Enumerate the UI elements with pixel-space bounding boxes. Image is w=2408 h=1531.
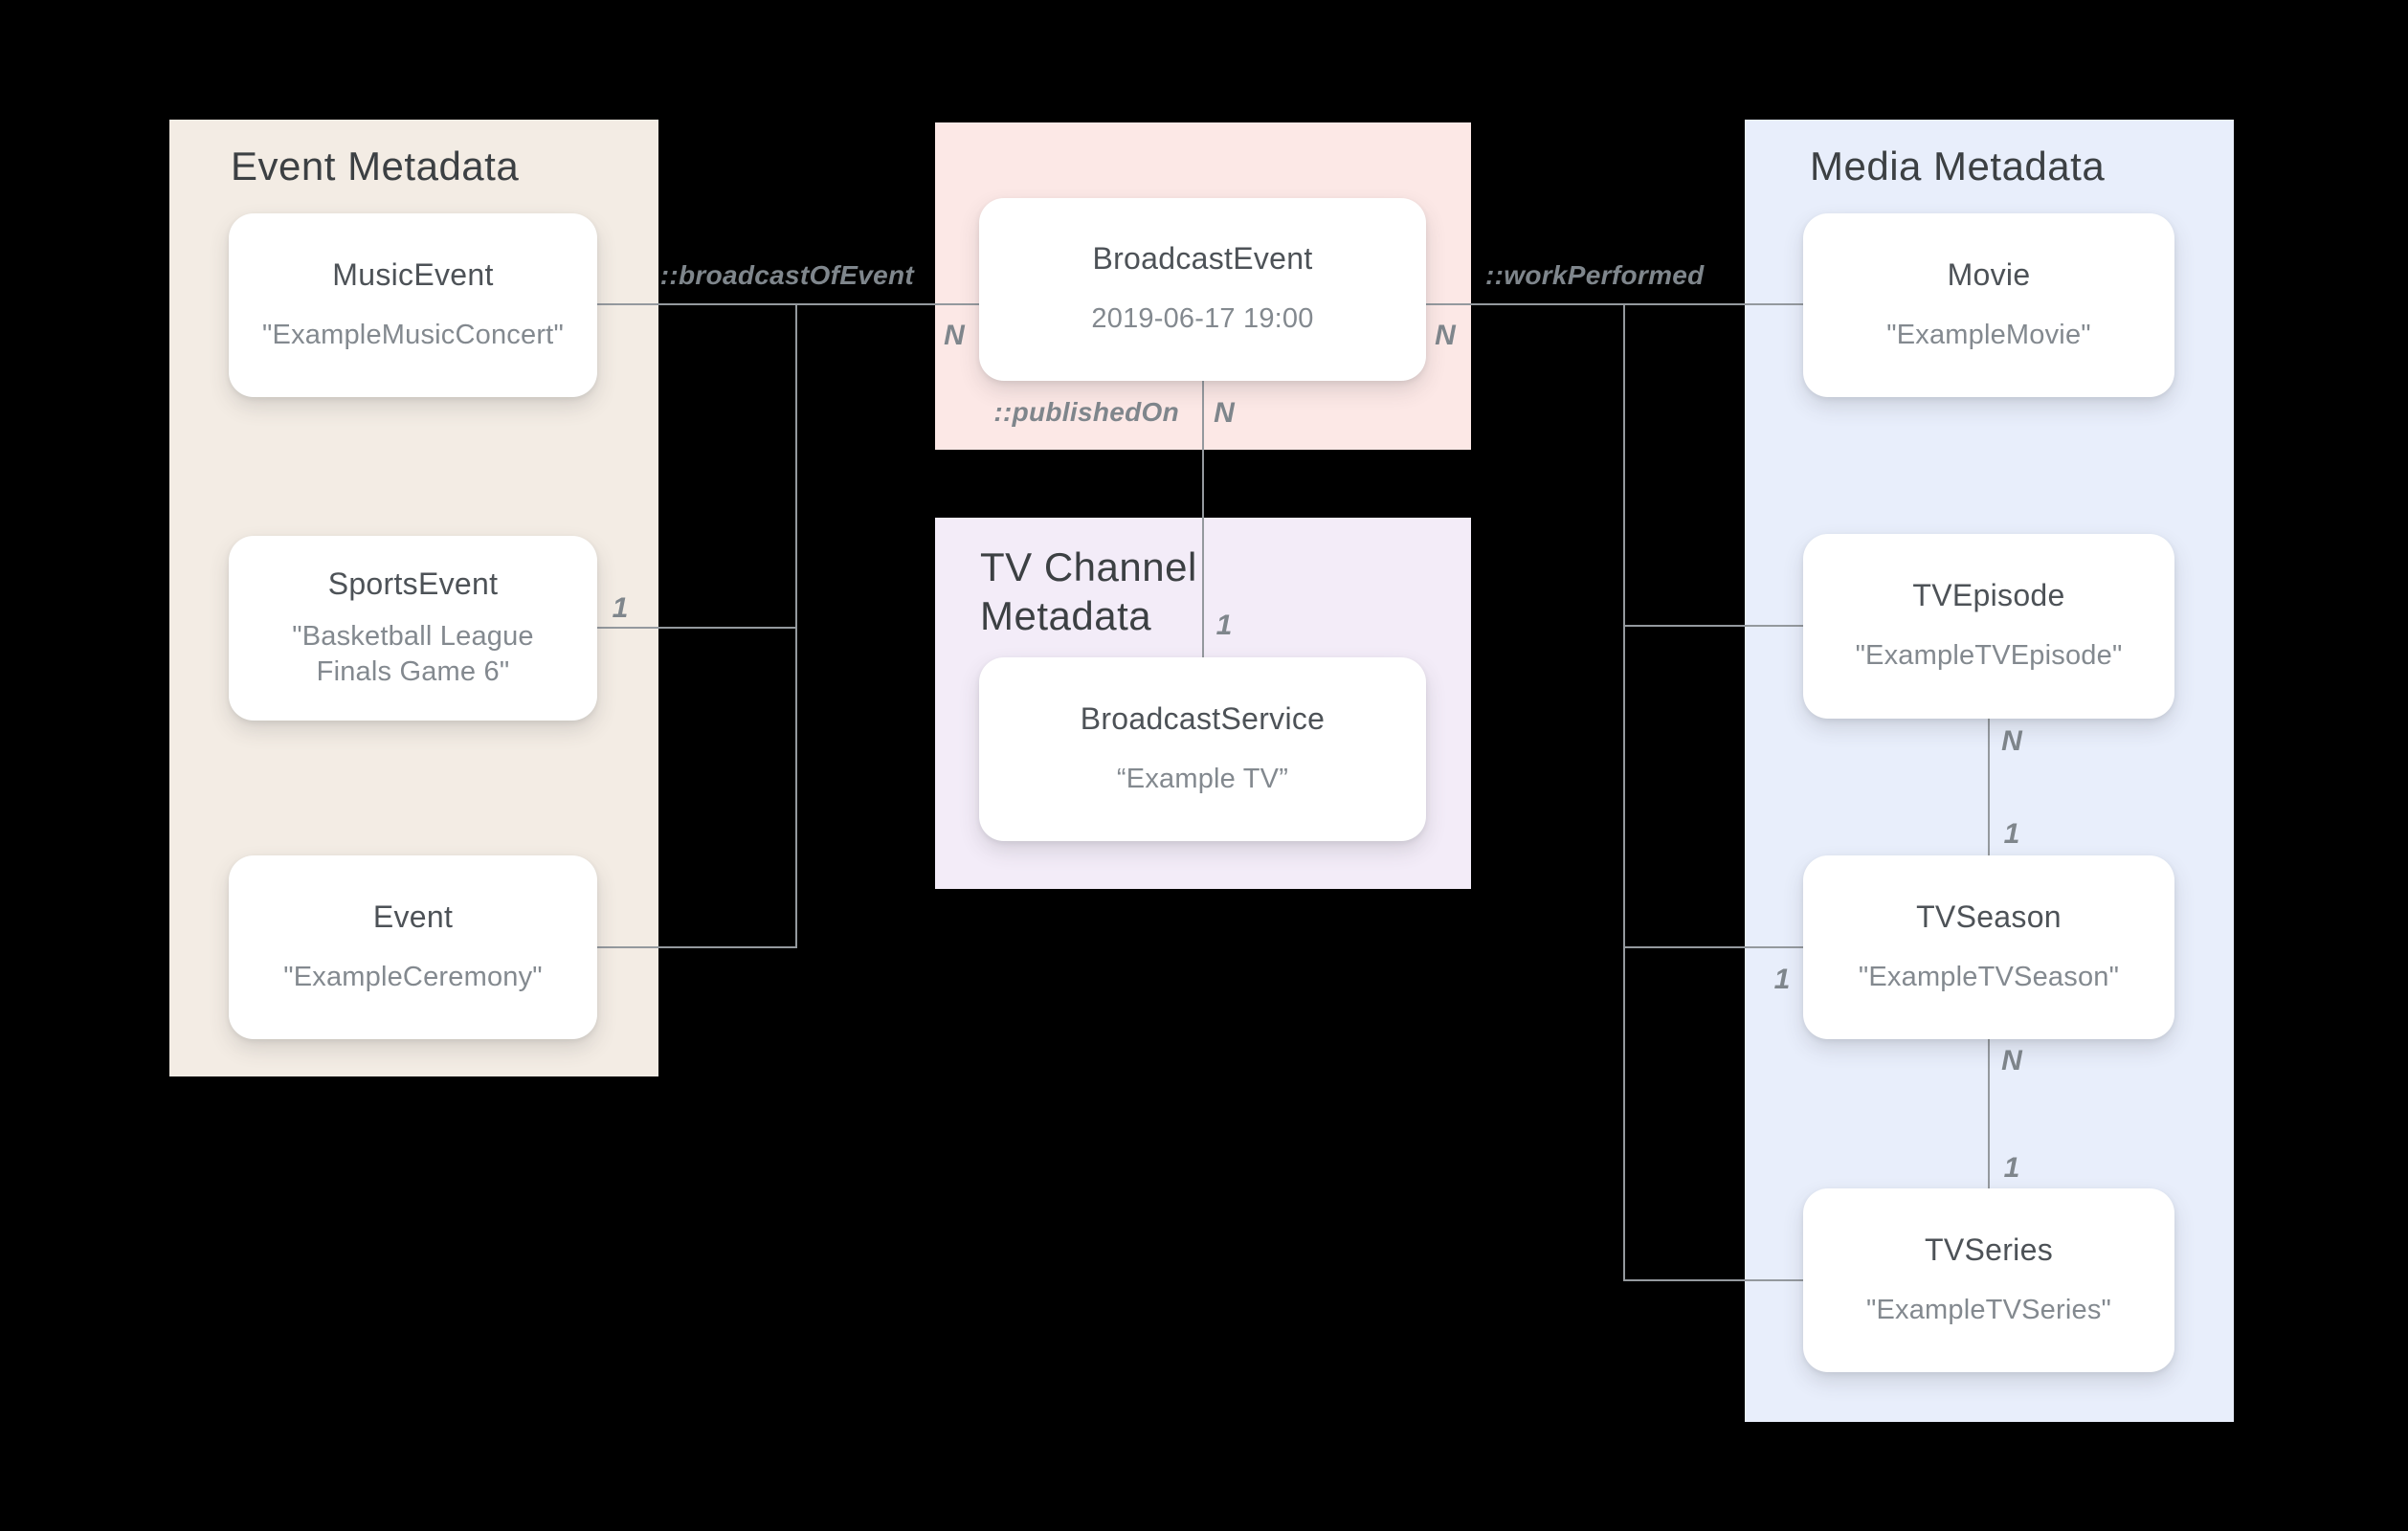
relation-label-work-performed: ::workPerformed xyxy=(1485,260,1705,290)
node-movie-label: Movie xyxy=(1947,256,2031,292)
connector-sportsevent-branch-line xyxy=(597,627,795,629)
node-music-event: MusicEvent "ExampleMusicConcert" xyxy=(229,213,597,397)
node-sports-event: SportsEvent "Basketball League Finals Ga… xyxy=(229,536,597,721)
cardinality-season-series-top: N xyxy=(2001,1045,2022,1076)
connector-tvseries-branch-line xyxy=(1623,1279,1803,1281)
cardinality-episode-season-bottom: 1 xyxy=(2003,818,2020,850)
connector-media-trunk-line xyxy=(1623,303,1625,1281)
media-metadata-panel-title: Media Metadata xyxy=(1810,144,2106,189)
node-tv-season: TVSeason "ExampleTVSeason" xyxy=(1803,855,2174,1039)
node-broadcast-service-value: “Example TV” xyxy=(1116,763,1289,794)
node-movie: Movie "ExampleMovie" xyxy=(1803,213,2174,397)
cardinality-tvseason-left: 1 xyxy=(1773,964,1791,995)
node-broadcast-event: BroadcastEvent 2019-06-17 19:00 xyxy=(979,198,1426,381)
node-tv-season-label: TVSeason xyxy=(1916,899,2062,934)
node-tv-episode-value: "ExampleTVEpisode" xyxy=(1855,640,2123,672)
node-broadcast-service: BroadcastService “Example TV” xyxy=(979,657,1426,841)
cardinality-sportsevent: 1 xyxy=(612,592,629,624)
cardinality-broadcastevent-right: N xyxy=(1435,320,1456,351)
cardinality-publishedon-source: N xyxy=(1214,397,1235,429)
connector-musicevent-broadcastevent-line xyxy=(597,303,979,305)
cardinality-publishedon-target: 1 xyxy=(1215,610,1233,641)
node-movie-value: "ExampleMovie" xyxy=(1886,319,2091,350)
node-broadcast-event-value: 2019-06-17 19:00 xyxy=(1091,303,1314,335)
node-tv-series-value: "ExampleTVSeries" xyxy=(1865,1294,2112,1325)
cardinality-episode-season-top: N xyxy=(2001,725,2022,757)
node-tv-episode: TVEpisode "ExampleTVEpisode" xyxy=(1803,534,2174,719)
node-music-event-label: MusicEvent xyxy=(332,256,494,292)
node-event-value: "ExampleCeremony" xyxy=(283,961,543,992)
node-music-event-value: "ExampleMusicConcert" xyxy=(262,319,564,350)
tv-channel-metadata-panel-title: TV Channel Metadata xyxy=(980,544,1197,639)
connector-event-trunk-line xyxy=(795,303,797,948)
connector-tvepisode-branch-line xyxy=(1623,625,1803,627)
relation-label-published-on: ::publishedOn xyxy=(993,397,1179,427)
node-event: Event "ExampleCeremony" xyxy=(229,855,597,1039)
cardinality-season-series-bottom: 1 xyxy=(2003,1152,2020,1184)
connector-episode-season-line xyxy=(1988,719,1990,855)
event-metadata-panel-title: Event Metadata xyxy=(231,144,520,189)
connector-season-series-line xyxy=(1988,1039,1990,1188)
node-tv-season-value: "ExampleTVSeason" xyxy=(1858,961,2120,992)
node-sports-event-value: "Basketball League Finals Game 6" xyxy=(292,620,534,687)
connector-event-branch-line xyxy=(597,946,795,948)
connector-tvseason-branch-line xyxy=(1623,946,1803,948)
node-event-label: Event xyxy=(372,899,454,934)
connector-publishedon-line xyxy=(1202,381,1204,657)
node-sports-event-label: SportsEvent xyxy=(327,566,499,601)
connector-broadcastevent-movie-line xyxy=(1426,303,1803,305)
cardinality-broadcastevent-left: N xyxy=(944,320,965,351)
node-tv-series-label: TVSeries xyxy=(1925,1231,2053,1267)
node-broadcast-event-label: BroadcastEvent xyxy=(1092,241,1313,277)
node-broadcast-service-label: BroadcastService xyxy=(1080,700,1326,736)
node-tv-episode-label: TVEpisode xyxy=(1912,578,2065,613)
node-tv-series: TVSeries "ExampleTVSeries" xyxy=(1803,1188,2174,1372)
relation-label-broadcast-of-event: ::broadcastOfEvent xyxy=(659,260,914,290)
